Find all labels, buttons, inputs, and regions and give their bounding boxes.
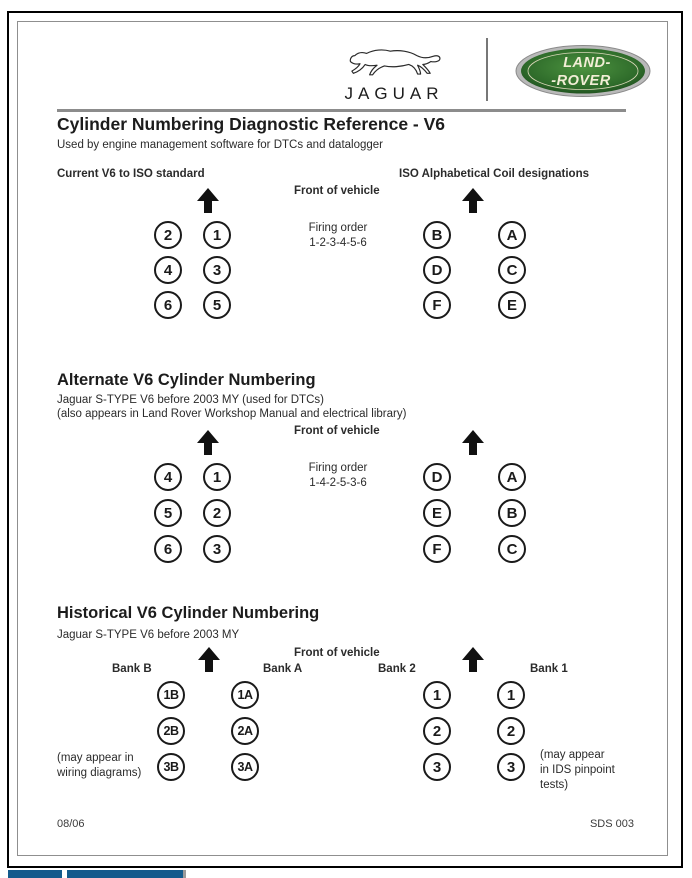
firing-order-value: 1-2-3-4-5-6 [309,237,367,249]
cylinder-circle: 3 [497,753,525,781]
inner-border [17,21,668,856]
cylinder-circle: 6 [154,291,182,319]
up-arrow-icon [462,647,484,672]
section1-firing-order: Firing order 1-2-3-4-5-6 [296,221,380,251]
cylinder-circle: 3 [203,256,231,284]
section2-subtitle1: Jaguar S-TYPE V6 before 2003 MY (used fo… [57,394,324,406]
section1-right-heading: ISO Alphabetical Coil designations [399,168,589,180]
section3-subtitle: Jaguar S-TYPE V6 before 2003 MY [57,629,240,641]
cylinder-circle: 2A [231,717,259,745]
section2-subtitle2: (also appears in Land Rover Workshop Man… [57,408,407,420]
note-line: wiring diagrams) [57,766,142,779]
footer-doc-number: SDS 003 [589,818,634,830]
coil-circle: F [423,535,451,563]
note-line: (may appear in [57,752,134,764]
cropped-button-fragment[interactable] [67,870,186,878]
section2-right-bank-col1: D E F [423,463,451,563]
firing-order-label: Firing order [308,462,368,474]
section2-front-of-vehicle-label: Front of vehicle [294,425,380,437]
coil-circle: A [498,463,526,491]
section1-right-bank-col1: B D F [423,221,451,319]
note-line: in IDS pinpoint [540,763,615,776]
coil-circle: A [498,221,526,249]
section2-left-bank-col2: 1 2 3 [203,463,231,563]
note-line: (may appear [540,749,605,761]
bank-a-label: Bank A [263,663,303,675]
section3-bank-1-col: 1 2 3 [497,681,525,781]
section1-front-of-vehicle-label: Front of vehicle [294,185,380,197]
up-arrow-icon [462,188,484,213]
jaguar-wordmark: JAGUAR [344,84,444,103]
wiring-diagrams-note: (may appear in wiring diagrams) [57,751,141,781]
bank-2-label: Bank 2 [378,663,416,675]
cylinder-circle: 1 [497,681,525,709]
coil-circle: D [423,463,451,491]
section2-firing-order: Firing order 1-4-2-5-3-6 [296,461,380,491]
section1-left-bank-col2: 1 3 5 [203,221,231,319]
bank-b-label: Bank B [112,663,152,675]
firing-order-value: 1-4-2-5-3-6 [309,477,367,489]
coil-circle: E [498,291,526,319]
land-rover-text-bottom: -ROVER [551,73,610,89]
section2-right-bank-col2: A B C [498,463,526,563]
cylinder-circle: 5 [203,291,231,319]
section3-title: Historical V6 Cylinder Numbering [57,604,320,622]
cylinder-circle: 2 [497,717,525,745]
footer-date: 08/06 [57,818,85,830]
up-arrow-icon [197,188,219,213]
cylinder-circle: 3 [203,535,231,563]
section1-left-bank-col1: 2 4 6 [154,221,182,319]
bank-1-label: Bank 1 [530,663,568,675]
coil-circle: B [498,499,526,527]
header-rule [57,109,626,112]
cylinder-circle: 1B [157,681,185,709]
cylinder-circle: 4 [154,256,182,284]
header-divider [486,38,488,101]
cylinder-circle: 3 [423,753,451,781]
section2-title: Alternate V6 Cylinder Numbering [57,371,316,389]
page-title: Cylinder Numbering Diagnostic Reference … [57,114,446,134]
cropped-button-fragment[interactable] [8,870,62,878]
up-arrow-icon [198,647,220,672]
section2-left-bank-col1: 4 5 6 [154,463,182,563]
coil-circle: F [423,291,451,319]
coil-circle: D [423,256,451,284]
coil-circle: E [423,499,451,527]
cylinder-circle: 5 [154,499,182,527]
cylinder-circle: 2B [157,717,185,745]
section1-left-heading: Current V6 to ISO standard [57,168,205,180]
cylinder-circle: 6 [154,535,182,563]
note-line: tests) [540,778,569,791]
cylinder-circle: 2 [154,221,182,249]
section3-bank-a-col: 1A 2A 3A [231,681,259,781]
coil-circle: B [423,221,451,249]
coil-circle: C [498,256,526,284]
coil-circle: C [498,535,526,563]
outer-border [7,11,683,868]
ids-pinpoint-note: (may appear in IDS pinpoint tests) [540,748,615,793]
section3-front-of-vehicle-label: Front of vehicle [294,647,380,659]
section3-bank-b-col: 1B 2B 3B [157,681,185,781]
section3-bank-2-col: 1 2 3 [423,681,451,781]
cylinder-circle: 3B [157,753,185,781]
cylinder-circle: 1 [423,681,451,709]
up-arrow-icon [462,430,484,455]
cylinder-circle: 4 [154,463,182,491]
page-subtitle: Used by engine management software for D… [57,139,384,151]
firing-order-label: Firing order [308,222,368,234]
cylinder-circle: 3A [231,753,259,781]
cylinder-circle: 1 [203,221,231,249]
cylinder-circle: 2 [203,499,231,527]
up-arrow-icon [197,430,219,455]
jaguar-leaper-icon [346,42,442,84]
land-rover-logo: LAND- -ROVER [515,45,651,97]
cylinder-circle: 1 [203,463,231,491]
section1-right-bank-col2: A C E [498,221,526,319]
cylinder-circle: 2 [423,717,451,745]
cylinder-circle: 1A [231,681,259,709]
land-rover-text-top: LAND- [563,55,611,71]
